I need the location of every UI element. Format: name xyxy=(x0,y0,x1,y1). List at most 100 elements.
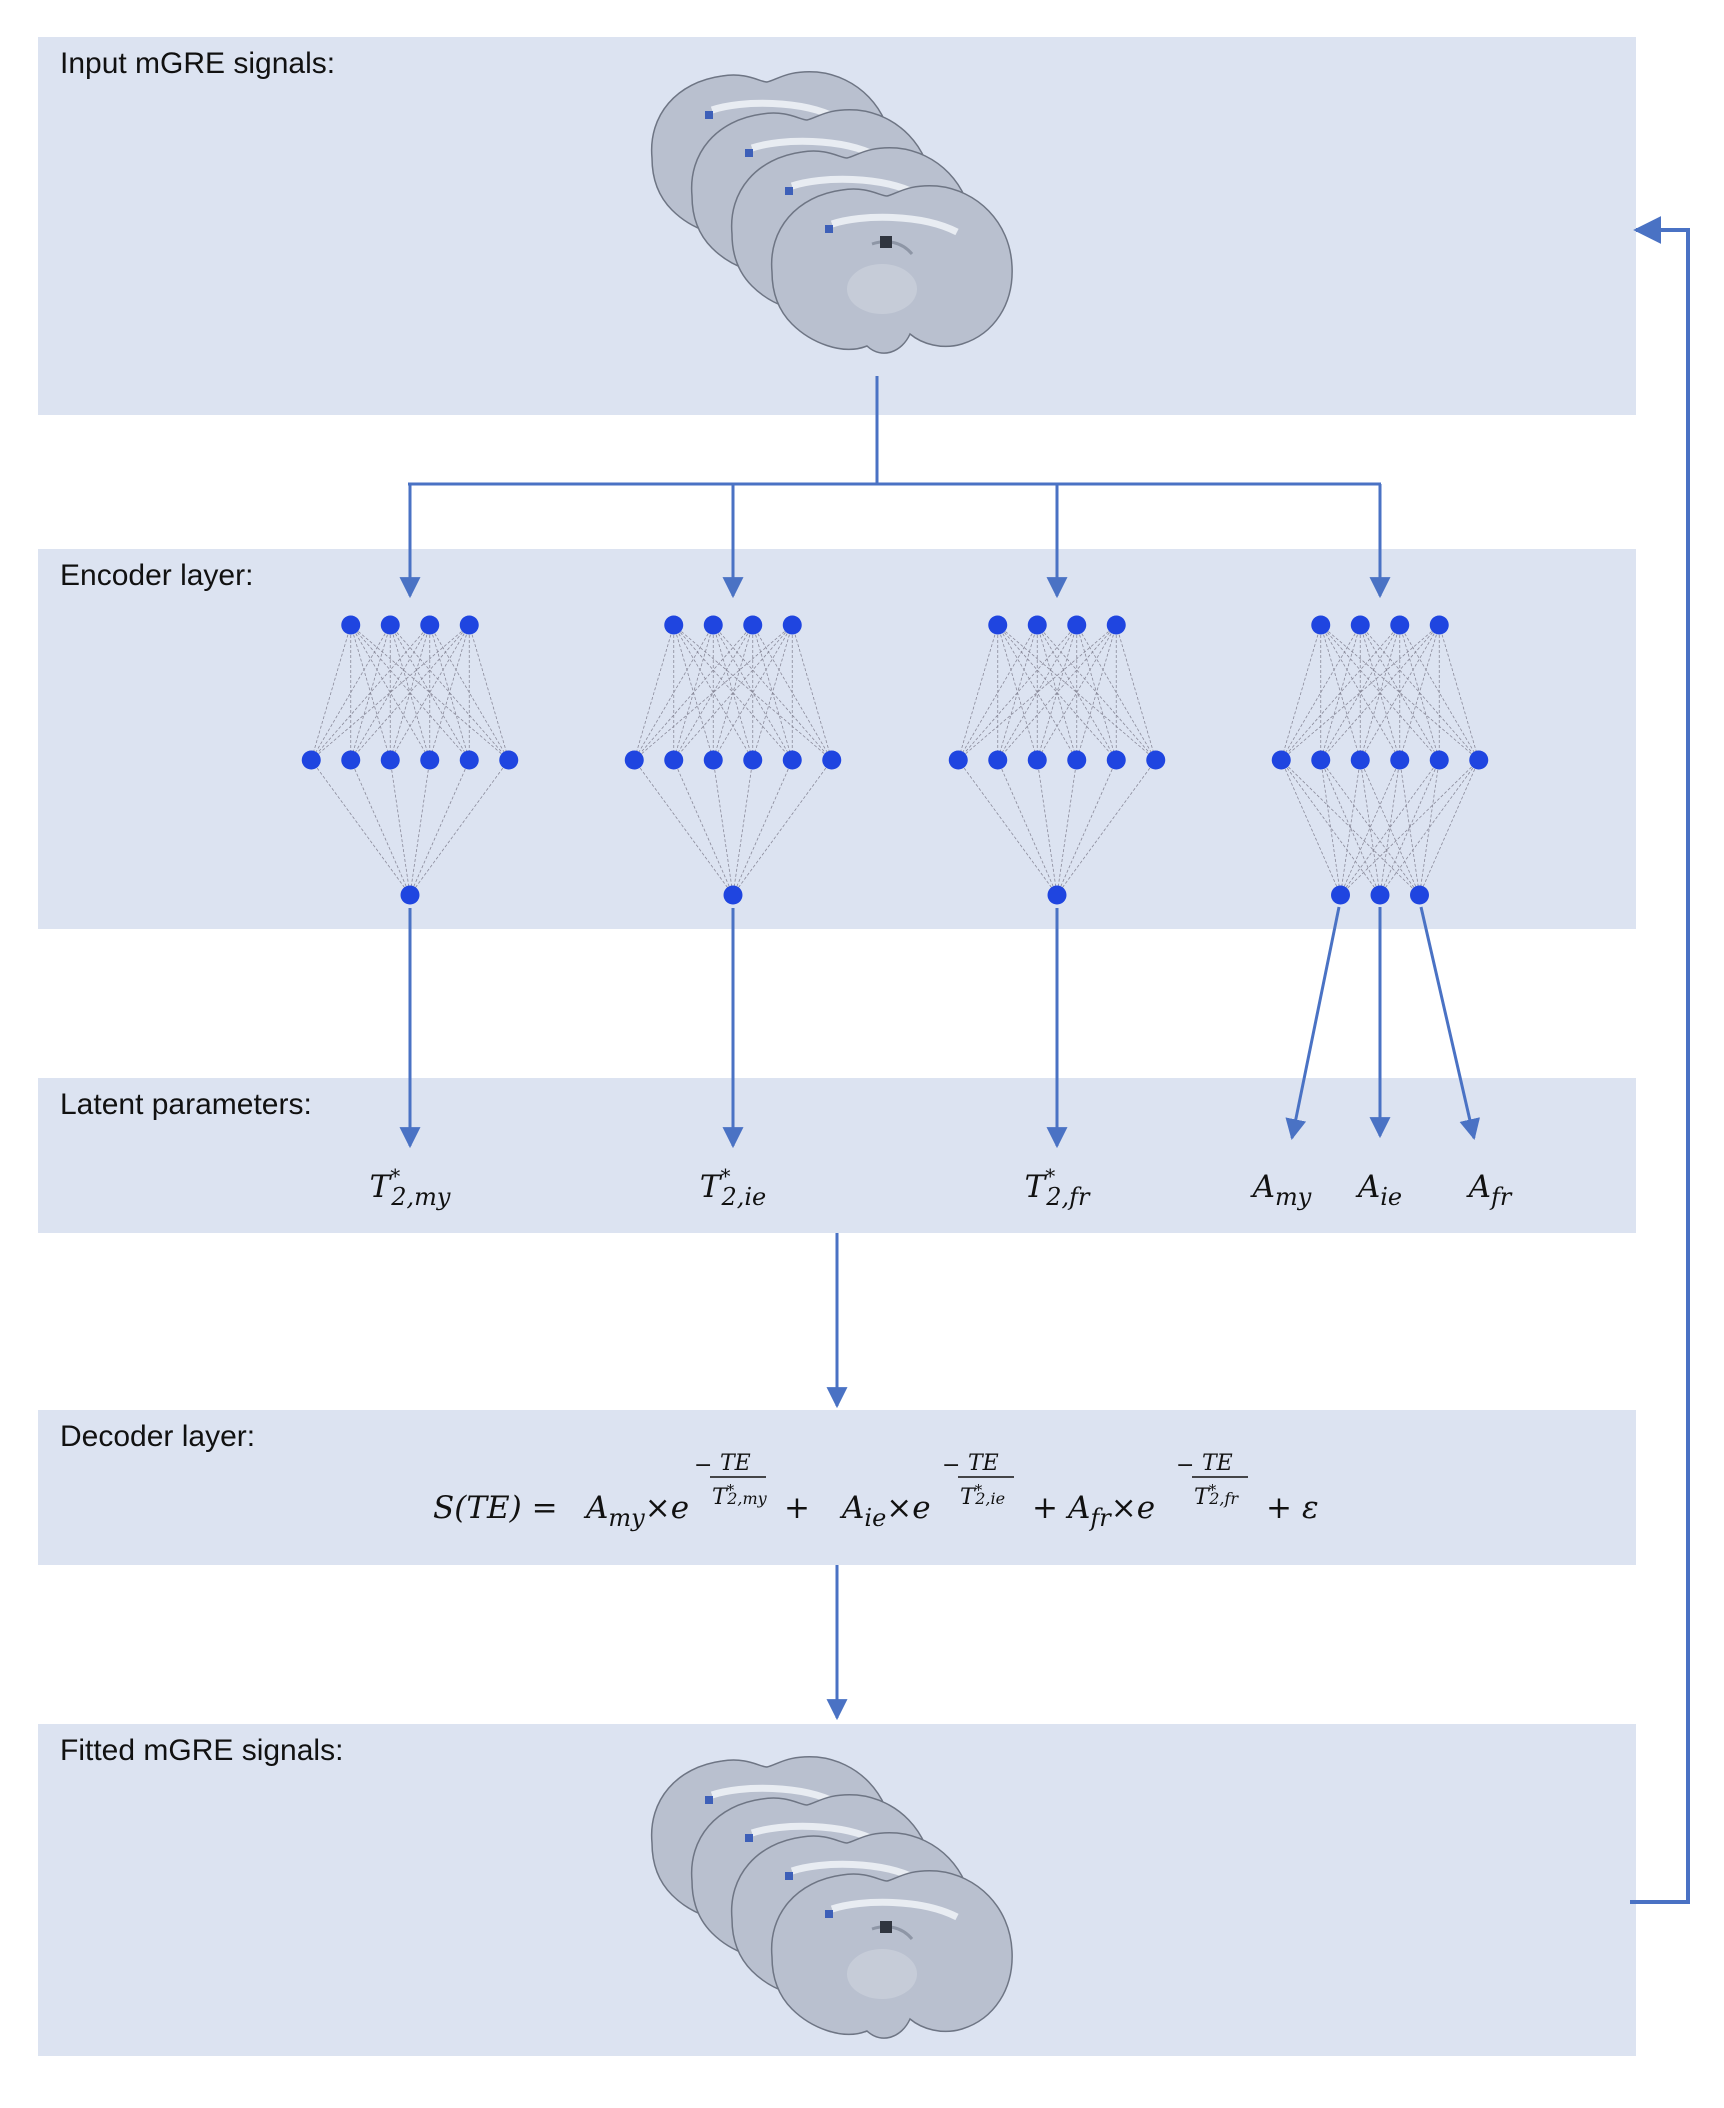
exponent-denominator: T*2,my xyxy=(712,1481,768,1510)
hidden-node xyxy=(420,750,440,770)
network-edge xyxy=(1340,759,1401,896)
exponent-minus: − xyxy=(1176,1453,1194,1478)
input-panel-title: Input mGRE signals: xyxy=(60,47,336,80)
hidden-node xyxy=(703,750,723,770)
latent-panel-title: Latent parameters: xyxy=(60,1088,312,1121)
network-edge xyxy=(389,624,470,761)
network-edge xyxy=(1036,624,1117,761)
network-edge xyxy=(712,759,734,896)
network-edge xyxy=(633,624,675,761)
connector-arrows xyxy=(399,216,1690,1904)
latent-parameters-panel: Latent parameters: xyxy=(38,1078,1636,1233)
roi-marker xyxy=(705,111,713,119)
output-node xyxy=(400,885,420,905)
network-edge xyxy=(673,624,754,761)
input-node xyxy=(1350,615,1370,635)
network-edge xyxy=(732,759,754,896)
network-edge xyxy=(1076,624,1157,761)
hidden-node xyxy=(1469,750,1489,770)
exponent-denominator: T*2,fr xyxy=(1194,1481,1239,1510)
network-edge xyxy=(732,759,793,896)
feedback-loop-arrow xyxy=(1630,216,1690,1904)
network-edge xyxy=(1340,759,1480,896)
hidden-node xyxy=(1146,750,1166,770)
input-brain-stack xyxy=(652,72,1013,353)
network-edge xyxy=(350,624,431,761)
network-edge xyxy=(752,624,833,761)
network-edge xyxy=(673,624,714,761)
output-node xyxy=(723,885,743,905)
network-edge xyxy=(712,624,793,761)
network-edge xyxy=(1359,624,1401,761)
input-node xyxy=(1067,615,1087,635)
network-edge xyxy=(389,624,470,761)
network-edge xyxy=(1359,624,1440,761)
network-edge xyxy=(957,759,1058,896)
network-edge xyxy=(1379,759,1440,896)
network-edge xyxy=(1359,759,1381,896)
equation-coefficient: Amy×e xyxy=(583,1490,689,1532)
exponent-numerator: TE xyxy=(720,1451,751,1476)
latent-arrow-afr xyxy=(1419,906,1481,1141)
fitted-brain-slice xyxy=(772,1871,1013,2038)
hidden-node xyxy=(301,750,321,770)
equation-coefficient: Aie×e xyxy=(839,1490,931,1532)
network-edge xyxy=(997,624,1078,761)
input-node xyxy=(1106,615,1126,635)
network-edge xyxy=(1379,759,1401,896)
hidden-node xyxy=(624,750,644,770)
network-edge xyxy=(1399,759,1420,896)
network-edge xyxy=(1320,624,1401,761)
roi-marker xyxy=(825,225,833,233)
equation-lhs: S(TE) = xyxy=(433,1490,558,1526)
input-node xyxy=(664,615,684,635)
network-edge xyxy=(673,759,734,896)
network-edge xyxy=(350,624,391,761)
equation-plus: + xyxy=(784,1490,810,1526)
network-edge xyxy=(1280,759,1381,896)
network-edge xyxy=(1280,624,1322,761)
network-edge xyxy=(389,624,431,761)
latent-param-label: T*2,my xyxy=(370,1164,451,1211)
network-edge xyxy=(1340,759,1440,896)
network-edge xyxy=(468,624,510,761)
network-edge xyxy=(429,624,470,761)
network-edge xyxy=(791,624,833,761)
decoder-equation: S(TE) =Amy×e−TET*2,my+Aie×e−TET*2,ie+Afr… xyxy=(433,1451,1319,1532)
network-edge xyxy=(1359,624,1440,761)
output-node xyxy=(1331,885,1350,905)
network-edge xyxy=(633,624,714,761)
hidden-node xyxy=(1390,750,1410,770)
hidden-node xyxy=(664,750,684,770)
equation-plus: + xyxy=(1266,1490,1292,1526)
equation-coefficient: Afr×e xyxy=(1065,1490,1155,1532)
network-edge xyxy=(997,624,1078,761)
network-edge xyxy=(310,759,411,896)
network-edge xyxy=(389,759,411,896)
input-node xyxy=(1390,615,1410,635)
input-brain-slice xyxy=(772,186,1013,353)
hidden-node xyxy=(1271,750,1291,770)
network-edge xyxy=(1115,624,1157,761)
network-edge xyxy=(1340,759,1361,896)
network-edge xyxy=(1379,759,1480,896)
network-edge xyxy=(1076,624,1117,761)
exponent-minus: − xyxy=(694,1453,712,1478)
roi-marker xyxy=(705,1796,713,1804)
network-edge xyxy=(1280,759,1420,896)
hidden-node xyxy=(1350,750,1370,770)
network-edge xyxy=(1399,624,1440,761)
network-edge xyxy=(633,759,734,896)
network-edge xyxy=(732,759,833,896)
input-node xyxy=(988,615,1008,635)
network-edge xyxy=(1056,759,1117,896)
hidden-node xyxy=(822,750,842,770)
roi-marker xyxy=(785,187,793,195)
input-node xyxy=(341,615,361,635)
output-node xyxy=(1047,885,1067,905)
network-edge xyxy=(1320,759,1420,896)
exponent-denominator: T*2,ie xyxy=(960,1481,1005,1510)
network-edge xyxy=(1056,759,1157,896)
input-node xyxy=(420,615,440,635)
